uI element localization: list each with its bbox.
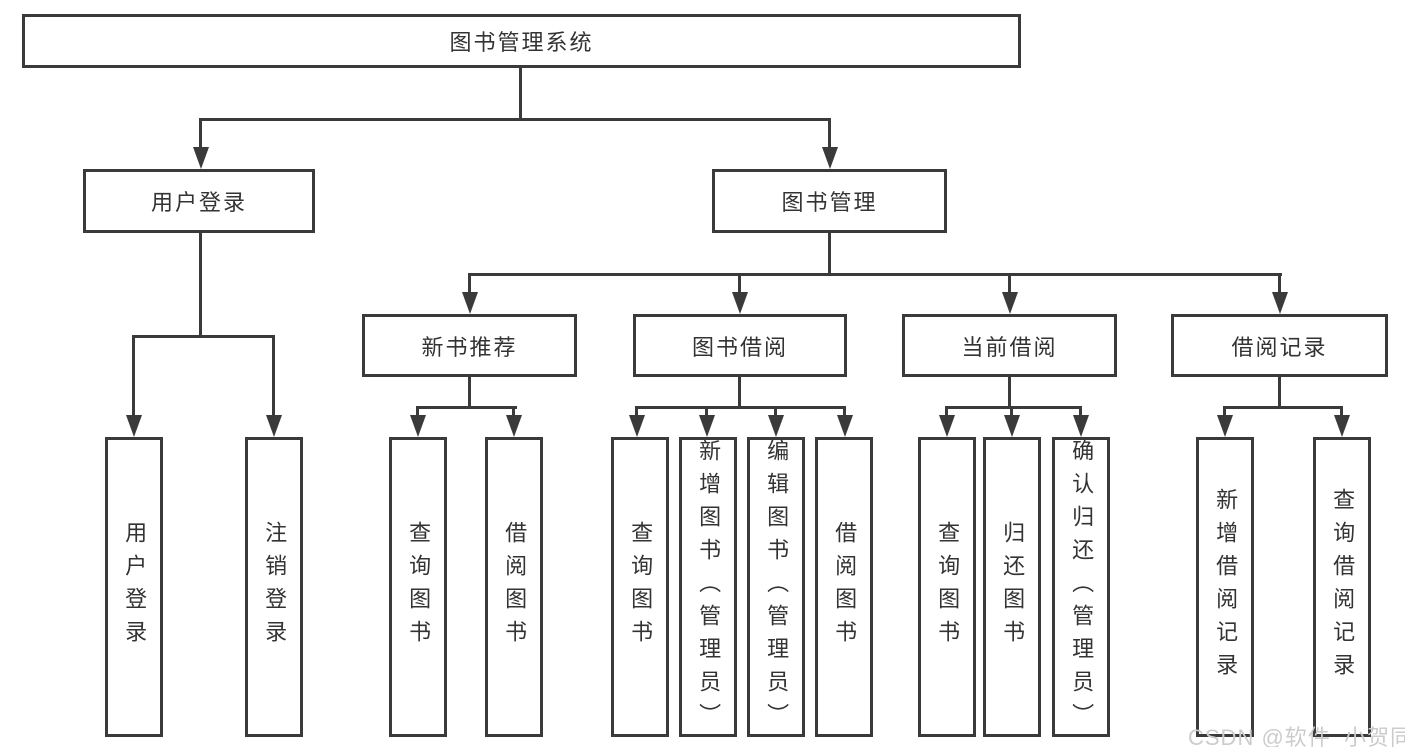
connector-current-stem [1008,377,1011,408]
arrow-down-icon [822,147,838,169]
node-new-book-recommendation: 新书推荐 [362,314,577,377]
node-borrowing-records: 借阅记录 [1171,314,1388,377]
leaf-return-books: 归还图书 [983,437,1041,737]
arrow-down-icon [1073,415,1089,437]
connector-branch [843,406,846,417]
leaf-logout: 注销登录 [245,437,303,737]
arrow-down-icon [837,415,853,437]
arrow-down-icon [732,292,748,314]
connector-branch [1340,406,1343,417]
connector-records-rail [1223,406,1343,409]
connector-branch [738,273,741,294]
node-book-borrowing-label: 图书借阅 [691,334,788,360]
arrow-down-icon [462,292,478,314]
leaf-add-book-admin: 新增图书（管理员） [679,437,737,737]
node-root: 图书管理系统 [22,14,1021,68]
arrow-down-icon [1002,292,1018,314]
node-book-management: 图书管理 [712,169,947,233]
connector-branch [945,406,948,417]
connector-bookmgmt-stem [828,233,831,276]
node-user-login: 用户登录 [83,169,315,233]
connector-branch [635,406,638,417]
connector-branch [828,118,831,150]
connector-branch [1278,273,1281,294]
node-borrowing-records-label: 借阅记录 [1231,334,1328,360]
arrow-down-icon [193,147,209,169]
connector-userlogin-rail [132,335,275,338]
node-user-login-label: 用户登录 [150,190,247,215]
connector-root-stem [519,68,522,120]
arrow-down-icon [410,415,426,437]
connector-userlogin-stem [199,233,202,337]
connector-branch [512,406,515,417]
node-book-borrowing: 图书借阅 [633,314,847,377]
connector-branch [1223,406,1226,417]
node-new-book-recommendation-label: 新书推荐 [421,334,518,360]
arrow-down-icon [266,415,282,437]
connector-branch [1008,273,1011,294]
connector-branch [468,273,471,294]
connector-records-stem [1278,377,1281,408]
connector-recommend-rail [416,406,517,409]
connector-current-rail [945,406,1082,409]
connector-branch [272,335,275,417]
connector-branch [199,118,202,150]
connector-branch [1010,406,1013,417]
connector-branch [132,335,135,417]
arrow-down-icon [126,415,142,437]
arrow-down-icon [1217,415,1233,437]
leaf-borrow-books: 借阅图书 [815,437,873,737]
arrow-down-icon [629,415,645,437]
leaf-query-books-recommend: 查询图书 [389,437,447,737]
arrow-down-icon [939,415,955,437]
connector-recommend-stem [468,377,471,408]
connector-borrow-rail [635,406,846,409]
arrow-down-icon [1272,292,1288,314]
connector-branch [416,406,419,417]
leaf-borrow-books-recommend: 借阅图书 [485,437,543,737]
leaf-add-borrow-record: 新增借阅记录 [1196,437,1254,737]
connector-bookmgmt-rail [468,273,1282,276]
node-root-label: 图书管理系统 [449,30,594,55]
arrow-down-icon [768,415,784,437]
connector-branch [1079,406,1082,417]
connector-branch [705,406,708,417]
connector-root-rail [199,118,831,121]
arrow-down-icon [506,415,522,437]
leaf-query-books-borrow: 查询图书 [611,437,669,737]
watermark: CSDN @软件_小贺同学 [1188,725,1405,747]
node-current-borrowing-label: 当前借阅 [961,334,1058,360]
node-current-borrowing: 当前借阅 [902,314,1117,377]
node-book-management-label: 图书管理 [781,190,878,215]
arrow-down-icon [699,415,715,437]
connector-branch [774,406,777,417]
arrow-down-icon [1334,415,1350,437]
arrow-down-icon [1004,415,1020,437]
leaf-confirm-return-admin: 确认归还（管理员） [1052,437,1110,737]
leaf-query-books-current: 查询图书 [918,437,976,737]
connector-borrow-stem [738,377,741,408]
leaf-edit-book-admin: 编辑图书（管理员） [747,437,805,737]
leaf-query-borrow-record: 查询借阅记录 [1313,437,1371,737]
leaf-user-login: 用户登录 [105,437,163,737]
